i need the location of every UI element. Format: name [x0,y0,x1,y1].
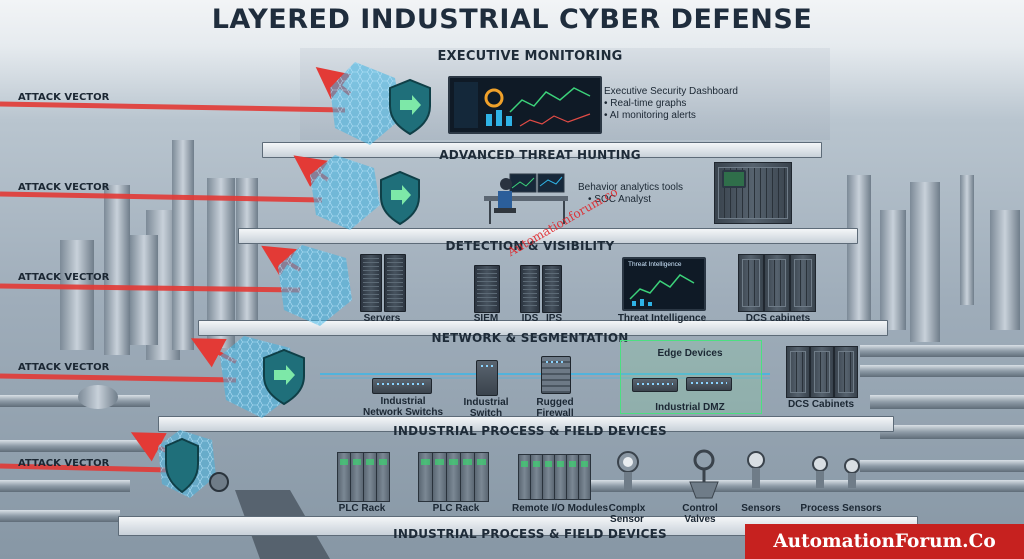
attack-vector-label-2: ATTACK VECTOR [18,182,109,193]
attack-vector-1 [0,62,430,145]
attack-vector-label-3: ATTACK VECTOR [18,272,109,283]
attack-vector-label-5: ATTACK VECTOR [18,458,109,469]
attack-vector-4 [0,336,304,418]
attack-vector-label-1: ATTACK VECTOR [18,92,109,103]
attack-vector-label-4: ATTACK VECTOR [18,362,109,373]
brand-banner: AutomationForum.Co [745,524,1024,559]
attack-vector-3 [0,245,352,326]
